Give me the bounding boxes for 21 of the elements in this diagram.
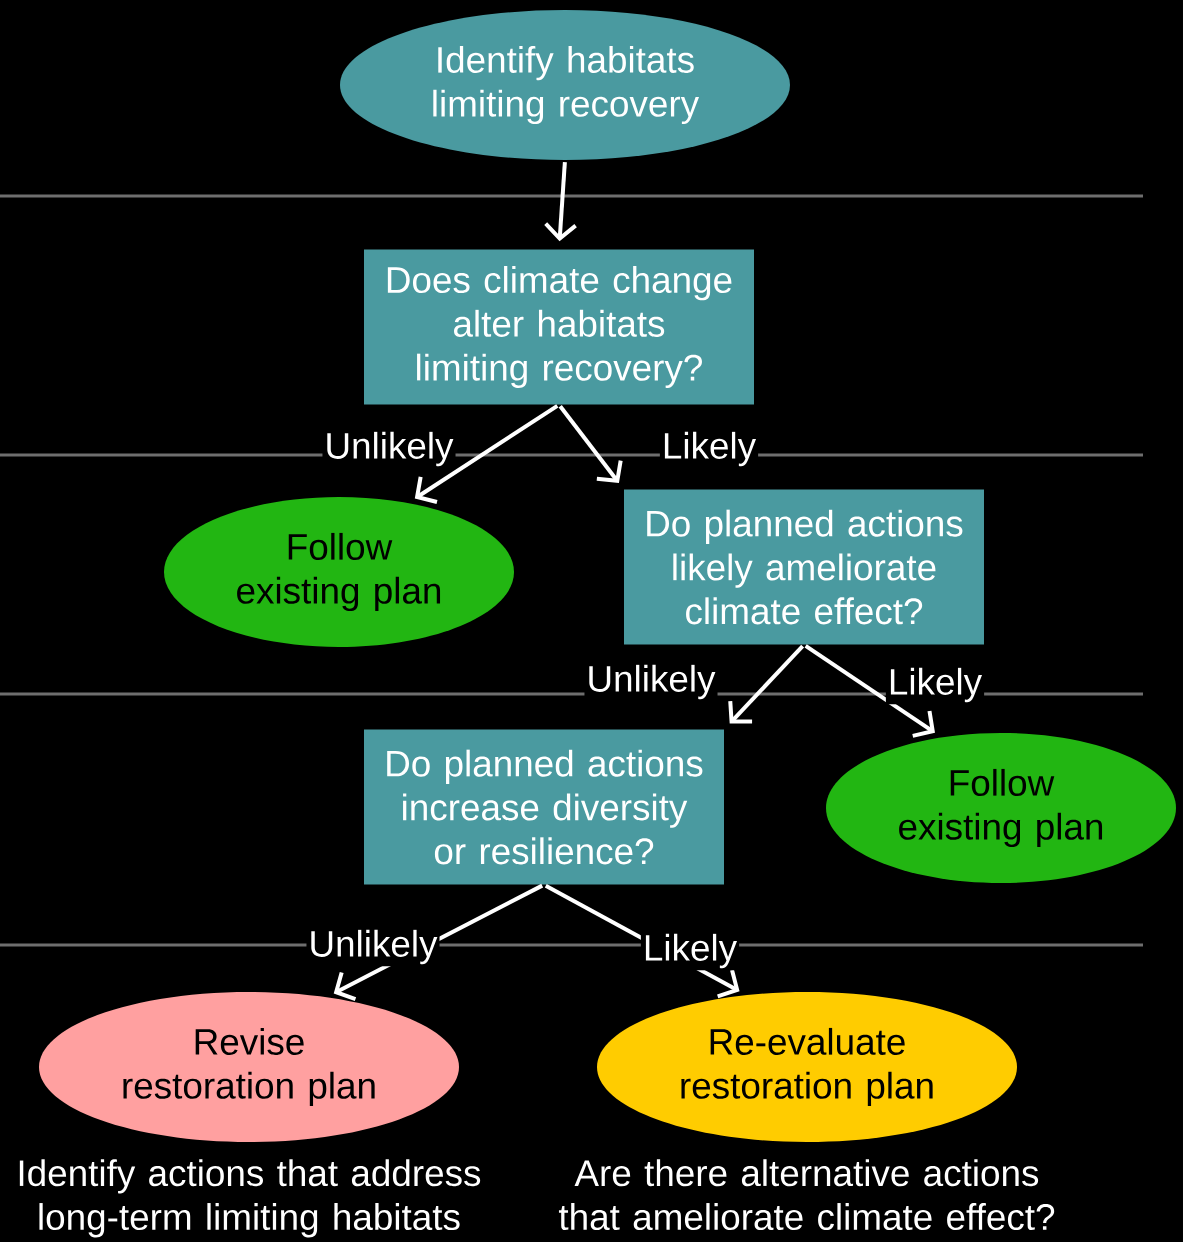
decision-box: Does climate change alter habitats limiting recovery? bbox=[364, 249, 754, 405]
edge-label: Likely bbox=[659, 429, 759, 469]
outcome-oval: Revise restoration plan bbox=[39, 992, 459, 1142]
edge-label: Unlikely bbox=[584, 662, 718, 702]
decision-box: Do planned actions increase diversity or resilience? bbox=[364, 729, 724, 885]
arrow bbox=[544, 162, 577, 242]
arrow bbox=[414, 404, 559, 504]
outcome-oval: Follow existing plan bbox=[164, 497, 514, 647]
decision-box: Do planned actions likely ameliorate climate effect? bbox=[624, 489, 984, 645]
arrow bbox=[728, 644, 805, 724]
edge-label: Likely bbox=[885, 665, 985, 705]
arrow bbox=[804, 644, 935, 738]
caption-text: Identify actions that address long-term limiting habitats bbox=[19, 1159, 481, 1238]
outcome-oval: Follow existing plan bbox=[826, 733, 1176, 883]
outcome-oval: Re-evaluate restoration plan bbox=[597, 992, 1017, 1142]
edge-label: Unlikely bbox=[306, 927, 440, 967]
caption-text: Are there alternative actions that ameliorate climate effect? bbox=[558, 1159, 1055, 1231]
arrow bbox=[558, 405, 623, 483]
edge-label: Likely bbox=[640, 931, 740, 971]
edge-label: Unlikely bbox=[322, 429, 456, 469]
start-oval: Identify habitats limiting recovery bbox=[340, 10, 790, 160]
